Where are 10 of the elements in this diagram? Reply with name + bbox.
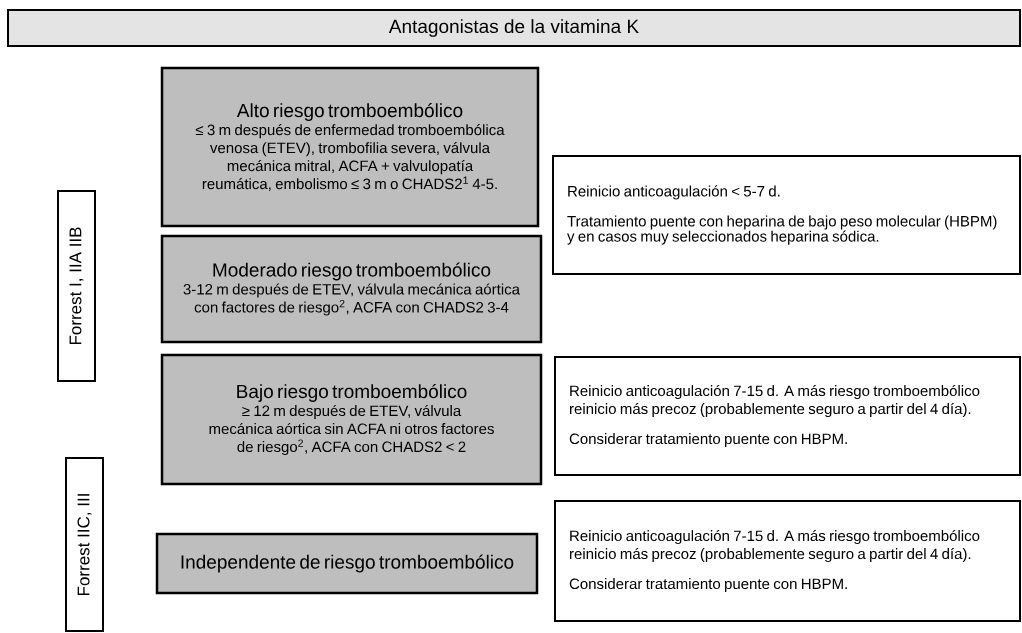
class-box: Forrest IIC, III bbox=[65, 457, 104, 632]
recommendation-box: Reinicio anticoagulación 7-15 d. A más riesgo tromboembólico reinicio más precoz (probablemente seguro a partir del 4 día). Considerar tratamiento puente con HBPM. bbox=[554, 500, 1021, 622]
risk-box: Alto riesgo tromboembólico ≤ 3 m después de enfermedad tromboembólica venosa (ETEV), trombofilia severa, válvula mecánica mitral, ACFA + valvulopatía reumática, embolismo ≤ 3 m o CHADS2$^{1}$ 4-5. bbox=[160, 66, 540, 228]
risk-box: Independente de riesgo tromboembólico bbox=[155, 532, 539, 595]
risk-box: Bajo riesgo tromboembólico ≥ 12 m después de ETEV, válvula mecánica aórtica sin ACFA ni otros factores de riesgo$^{2}$, ACFA con CHADS2 < 2 bbox=[160, 353, 543, 486]
class-box: Forrest I, IIA IIB bbox=[57, 190, 96, 382]
recommendation-box: Reinicio anticoagulación < 5-7 d. Tratamiento puente con heparina de bajo peso molecular (HBPM) y en casos muy seleccionados heparina sódica. bbox=[552, 155, 1021, 275]
recommendation-box: Reinicio anticoagulación 7-15 d. A más riesgo tromboembólico reinicio más precoz (probablemente seguro a partir del 4 día). Considerar tratamiento puente con HBPM. bbox=[554, 356, 1021, 476]
risk-box: Moderado riesgo tromboembólico 3-12 m después de ETEV, válvula mecánica aórtica con factores de riesgo$^{2}$, ACFA con CHADS2 3-4 bbox=[160, 234, 543, 344]
title-bar: Antagonistas de la vitamina K bbox=[7, 9, 1021, 47]
